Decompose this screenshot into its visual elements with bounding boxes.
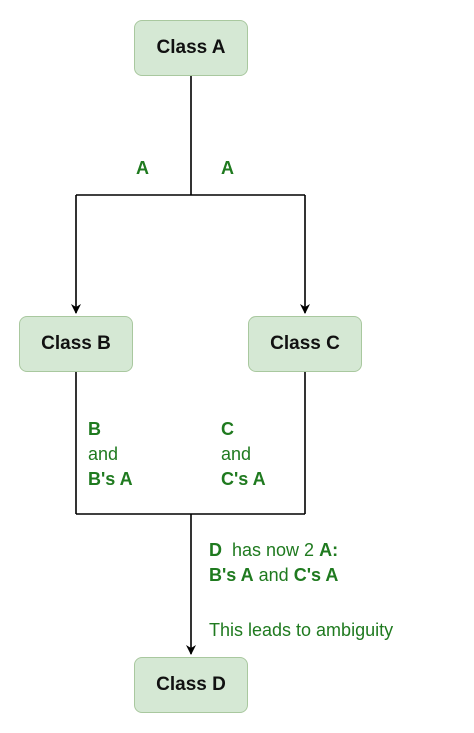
class-c-label: Class C bbox=[270, 333, 340, 354]
note-ambiguity: This leads to ambiguity bbox=[209, 620, 394, 640]
edge-label-b-line1: B bbox=[88, 419, 101, 439]
class-d-node: Class D bbox=[134, 657, 248, 713]
note-and: and bbox=[258, 564, 289, 585]
class-b-node: Class B bbox=[19, 316, 133, 372]
note-has-now: has now 2 bbox=[232, 540, 315, 560]
class-c-node: Class C bbox=[248, 316, 362, 372]
note-d-bold: D bbox=[209, 540, 222, 560]
note-d: D has now 2 A: B's A and C's A bbox=[209, 538, 338, 588]
edge-label-a-left: A bbox=[136, 158, 149, 178]
note-c-a: C's A bbox=[293, 564, 339, 585]
note-d-line2: B's A and C's A bbox=[209, 563, 338, 588]
class-b-label: Class B bbox=[41, 333, 111, 354]
note-a-bold: A: bbox=[319, 540, 339, 560]
edge-label-a-right: A bbox=[221, 158, 234, 178]
class-d-label: Class D bbox=[156, 674, 226, 695]
edge-label-b: B and B's A bbox=[88, 417, 133, 491]
edge-label-c-line2: and bbox=[221, 443, 252, 464]
class-a-label: Class A bbox=[156, 37, 226, 58]
note-b-a: B's A bbox=[209, 564, 254, 585]
edge-label-c: C and C's A bbox=[221, 417, 266, 491]
class-a-node: Class A bbox=[134, 20, 248, 76]
edge-label-c-line3: C's A bbox=[221, 468, 266, 489]
note-d-line1: D has now 2 A: bbox=[209, 538, 338, 563]
edge-label-c-line1: C bbox=[221, 419, 234, 439]
edge-label-b-line3: B's A bbox=[88, 468, 133, 489]
edge-label-b-line2: and bbox=[88, 443, 119, 464]
